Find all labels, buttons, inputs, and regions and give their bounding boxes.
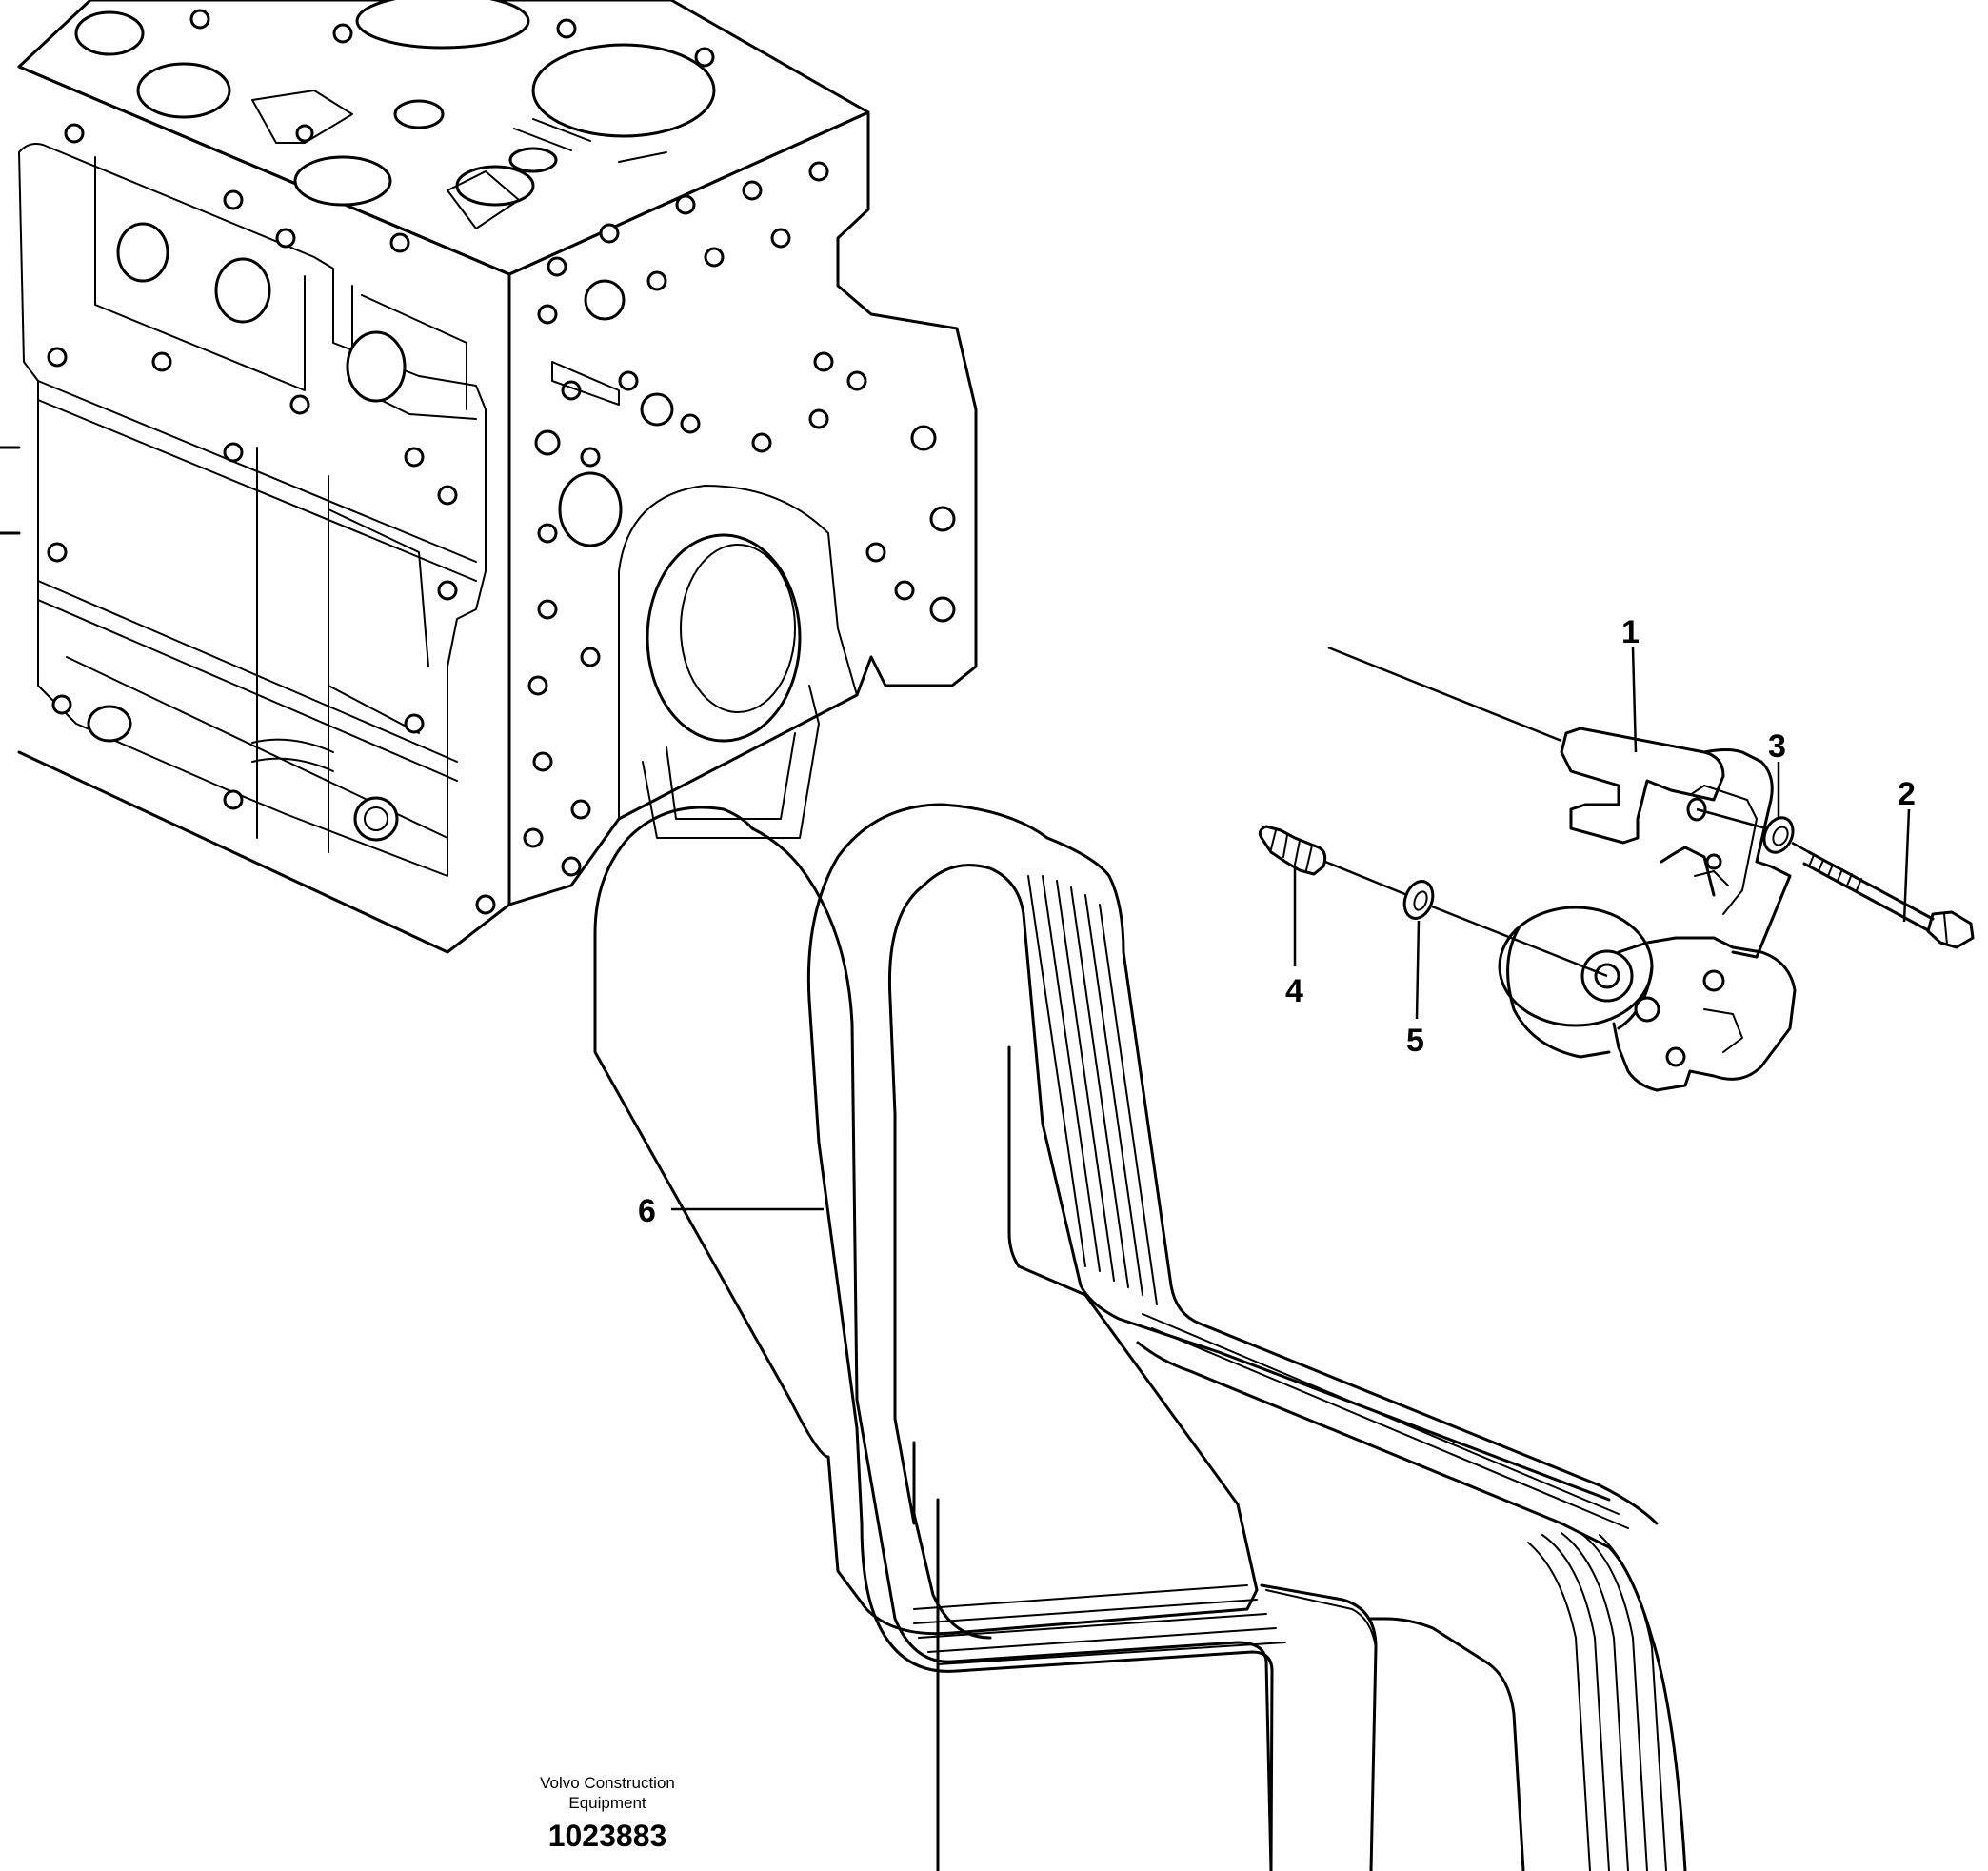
callout-2: 2 (1898, 776, 1916, 812)
block-bolt-holes (47, 9, 715, 915)
tensioner-bolt (1802, 850, 1975, 949)
document-number: 1023883 (547, 1819, 667, 1853)
callout-4: 4 (1285, 973, 1303, 1009)
callout-6: 6 (638, 1193, 656, 1229)
washer-5 (1402, 880, 1435, 920)
belt-tensioner (1498, 727, 1797, 1092)
leader-lines (671, 646, 1911, 1211)
publisher-caption: Volvo Construction Equipment 1023883 (493, 1773, 722, 1854)
washer-3 (1762, 816, 1795, 854)
poly-v-belt (593, 803, 1687, 1871)
engine-block (0, 0, 978, 954)
callout-1: 1 (1621, 614, 1640, 650)
publisher-name-line2: Equipment (568, 1794, 646, 1812)
callout-3: 3 (1768, 728, 1786, 765)
front-face-holes (523, 161, 956, 877)
callout-labels: 1 2 3 4 5 6 (638, 614, 1916, 1229)
publisher-name-line1: Volvo Construction (540, 1774, 675, 1792)
grease-nipple (1258, 825, 1327, 876)
callout-5: 5 (1406, 1023, 1424, 1059)
